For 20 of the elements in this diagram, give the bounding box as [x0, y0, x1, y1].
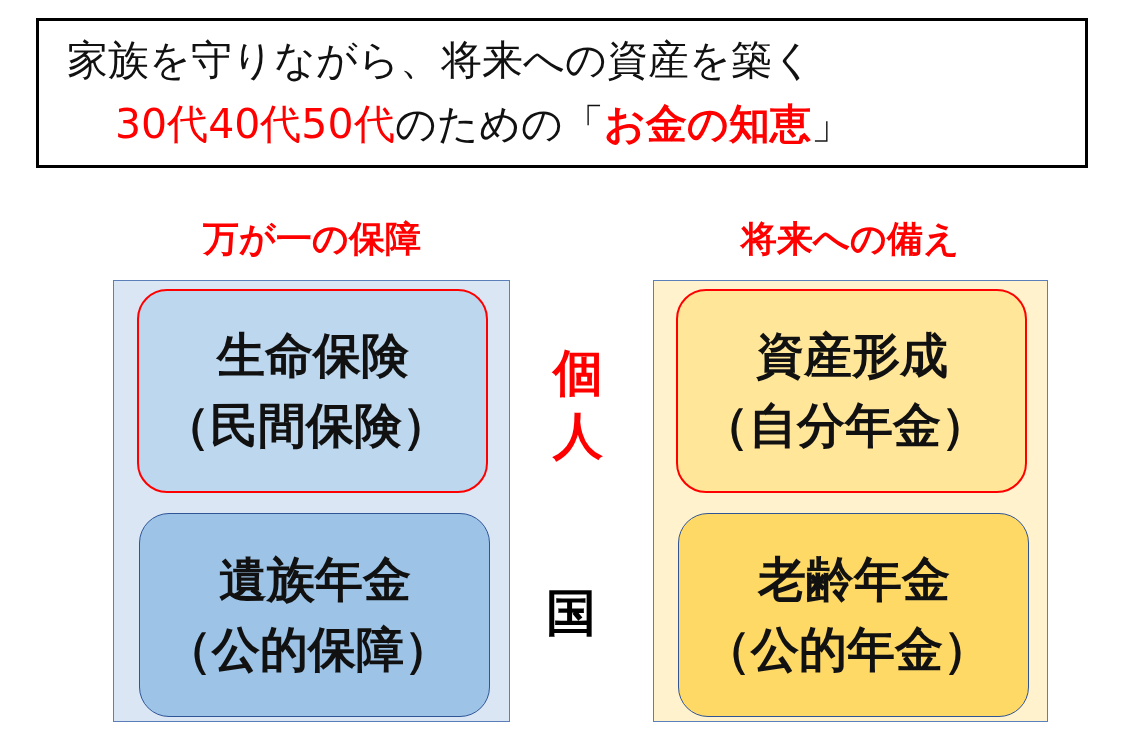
box-text: 遺族年金: [218, 550, 411, 610]
title-box: [36, 18, 1088, 168]
rounded-box: [137, 289, 488, 493]
side-label: 個人: [551, 343, 604, 467]
rounded-box: [676, 289, 1027, 493]
title-text: のための「お金の知恵」: [394, 99, 852, 150]
panel-heading: 将来への備え: [741, 217, 960, 261]
highlighted-text: 30代40代50代: [115, 99, 395, 150]
box-text: 資産形成: [755, 326, 948, 386]
panel-heading: 万が一の保障: [202, 217, 421, 261]
box-text: （自分年金）: [700, 396, 989, 455]
rounded-box: [678, 513, 1029, 717]
box-text: （民間保険）: [161, 396, 450, 455]
box-text: 老齢年金: [757, 550, 950, 610]
box-text: 生命保険: [216, 326, 409, 386]
title-text: 家族を守りながら、将来への資産を築く: [67, 35, 814, 86]
box-text: （公的保障）: [163, 620, 452, 679]
rounded-box: [139, 513, 490, 717]
box-text: （公的年金）: [702, 620, 991, 679]
side-label: 国: [546, 583, 596, 644]
